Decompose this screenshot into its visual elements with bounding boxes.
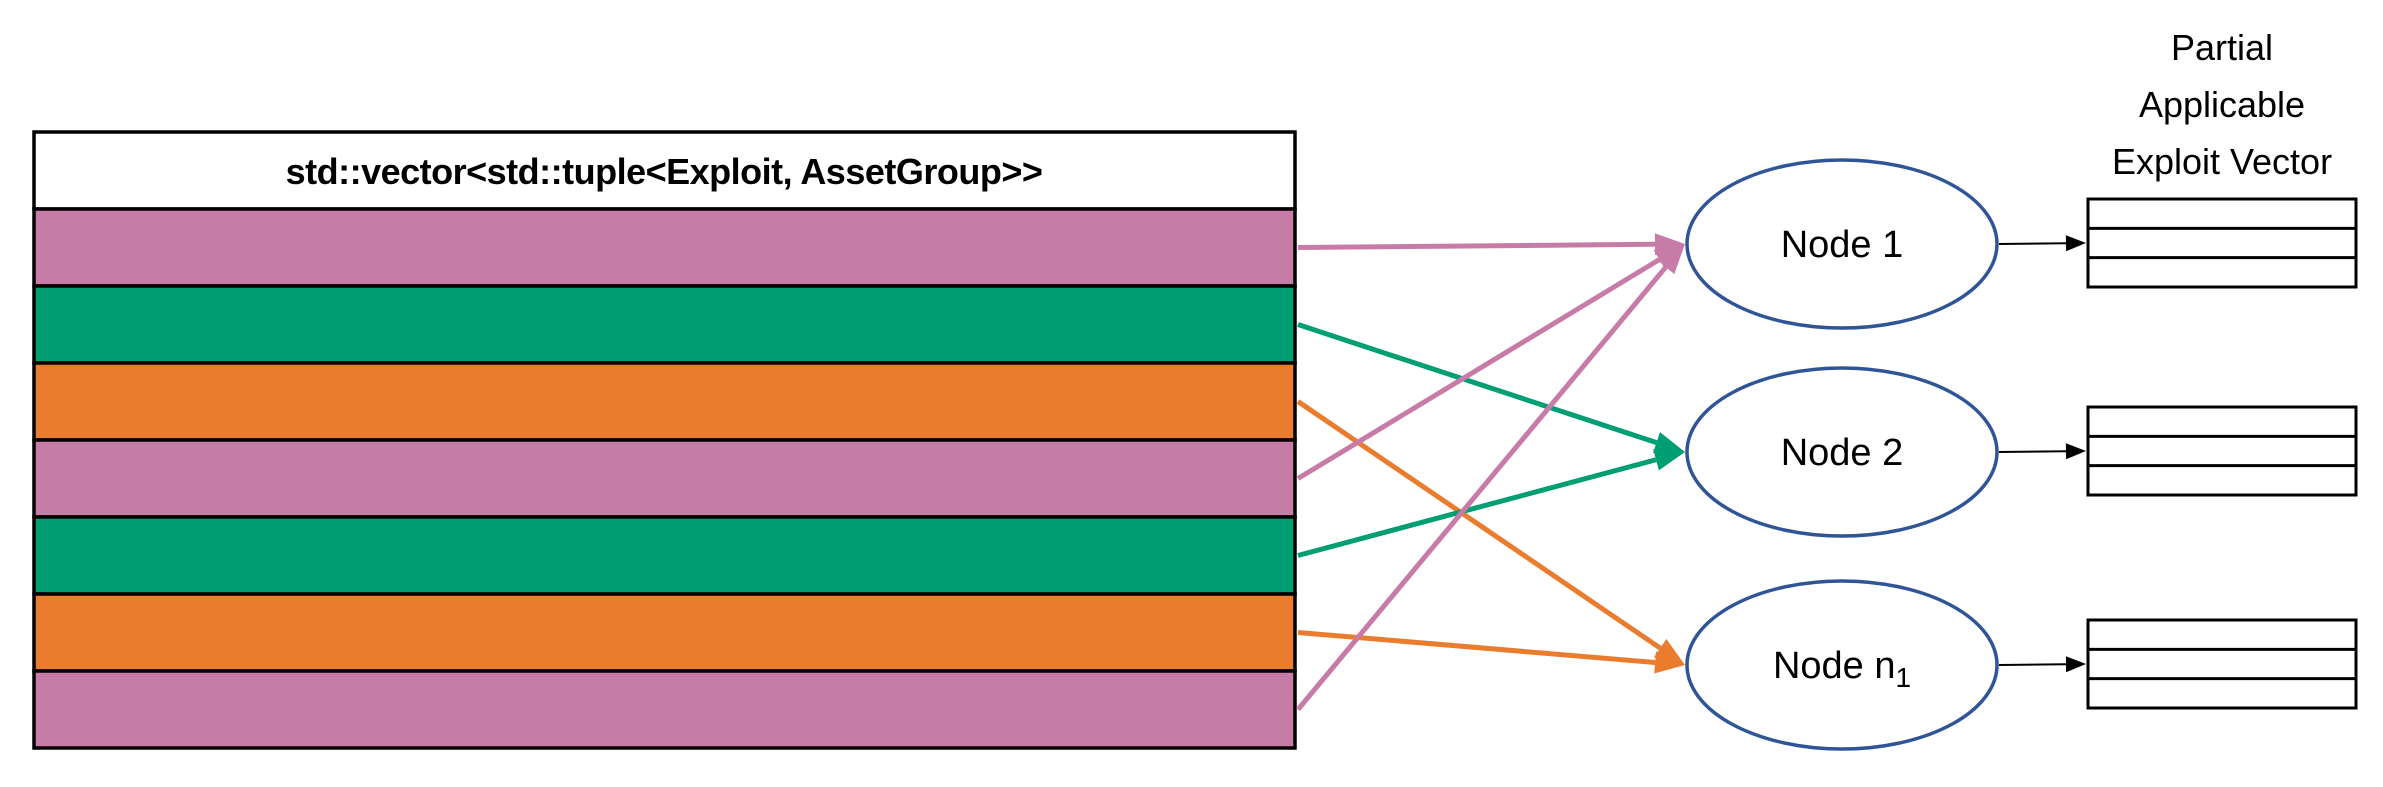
mapping-arrow-pink-row7-line (1296, 265, 1668, 712)
node-label-text: Node 2 (1781, 432, 1904, 474)
vector-row-pink (32, 669, 1297, 750)
vector-row-orange (32, 592, 1297, 673)
vector-row-green (32, 284, 1297, 365)
node-ellipse-2 (1685, 366, 1999, 538)
node-label-text: Node 1 (1781, 224, 1904, 266)
node-label-subscript: 1 (1895, 662, 1911, 693)
mapping-arrow-pink-row1-line (1297, 241, 1656, 250)
node-to-table-arrow-2-head (2065, 443, 2086, 460)
node-label-1: Node 1 (1781, 224, 1904, 266)
vector-box-title: std::vector<std::tuple<Exploit, AssetGro… (286, 151, 1043, 192)
node-to-table-arrow-3-line (1998, 663, 2067, 666)
mapping-arrow-pink-row7-head (1657, 244, 1685, 275)
mapping-arrow-green-row5-head (1653, 449, 1685, 471)
partial-applicable-exploit-vector-label: Partial Applicable Exploit Vector (2112, 27, 2332, 182)
node-labels: Node 1 Node 2 Node n1 (1773, 224, 1911, 693)
node-to-table-arrow-3-head (2065, 656, 2086, 673)
mapping-arrow-green-row2-head (1653, 432, 1685, 454)
node-label-3: Node n1 (1773, 645, 1911, 693)
vector-row-orange (32, 361, 1297, 442)
diagram-built-content (32, 130, 2358, 751)
node-ellipse-3 (1685, 579, 1999, 751)
vector-row-green (32, 515, 1297, 596)
mapping-arrow-green-row2-line (1297, 322, 1658, 445)
vector-row-pink (32, 438, 1297, 519)
exploit-vector-table-1 (2086, 197, 2358, 289)
output-label-line-3: Exploit Vector (2112, 141, 2332, 182)
mapping-arrow-green-row5-line (1297, 457, 1657, 558)
node-to-table-arrow-1-line (1998, 242, 2067, 245)
mapping-arrow-pink-row4-line (1296, 257, 1661, 481)
node-to-table-arrow-1-head (2065, 235, 2086, 252)
exploit-vector-table-2 (2086, 405, 2358, 497)
exploit-vector-table-3 (2086, 618, 2358, 710)
node-label-2: Node 2 (1781, 432, 1904, 474)
node-ellipse-1 (1685, 158, 1999, 330)
mapping-arrow-orange-row3-line (1296, 399, 1662, 651)
node-to-table-arrow-2-line (1998, 450, 2067, 453)
node-label-text: Node n (1773, 645, 1896, 687)
output-label-line-1: Partial (2171, 27, 2273, 68)
output-label-line-2: Applicable (2139, 84, 2305, 125)
vector-box-header-row (32, 130, 1297, 211)
mapping-arrow-orange-row6-head (1654, 651, 1685, 674)
vector-row-pink (32, 207, 1297, 288)
